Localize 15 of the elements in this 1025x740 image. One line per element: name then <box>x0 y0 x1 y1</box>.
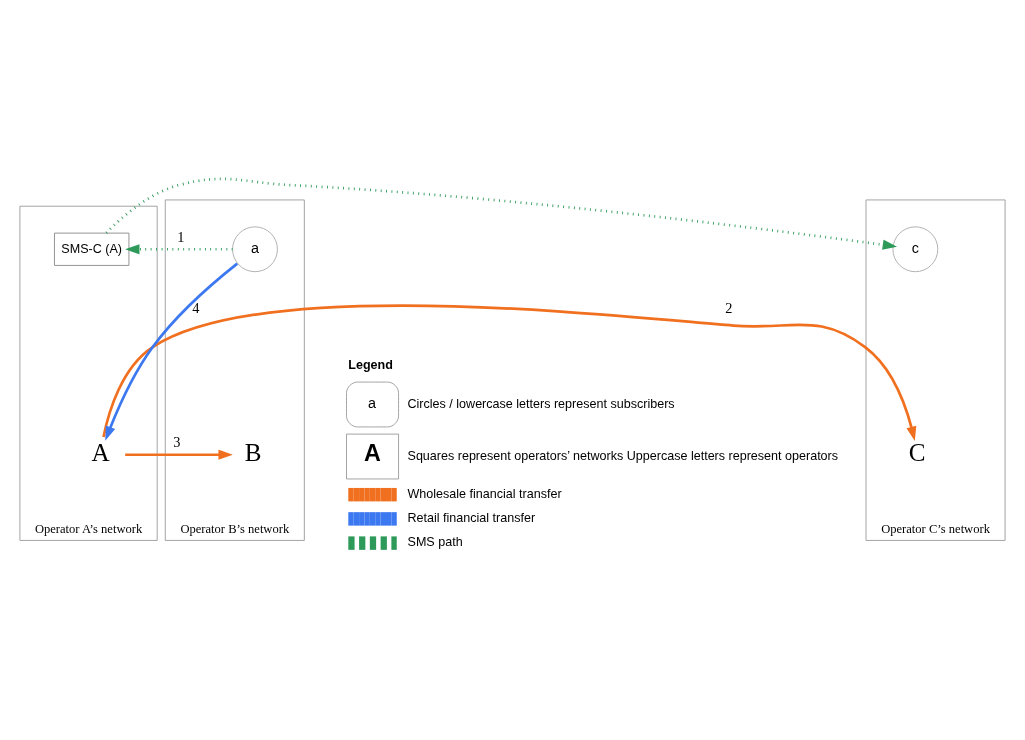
node-text: B <box>244 438 262 466</box>
legend-label: Squares represent operators’ networks Uppercase letters represent operators <box>407 448 839 463</box>
label: A <box>364 439 381 466</box>
node-text: C <box>908 438 926 466</box>
legend-label: Wholesale financial transfer <box>407 486 562 501</box>
edge-label: 2 <box>725 299 733 316</box>
legend-label: Circles / lowercase letters represent subscribers <box>407 396 675 411</box>
legend-label: SMS path <box>407 534 463 549</box>
legend-label: Retail financial transfer <box>407 510 536 525</box>
edge-label: 4 <box>192 299 200 316</box>
label: a <box>368 394 377 411</box>
edge-label: 1 <box>177 228 185 245</box>
edge-label: 3 <box>173 433 181 450</box>
label: Legend <box>348 357 393 372</box>
node-text: A <box>91 438 110 466</box>
